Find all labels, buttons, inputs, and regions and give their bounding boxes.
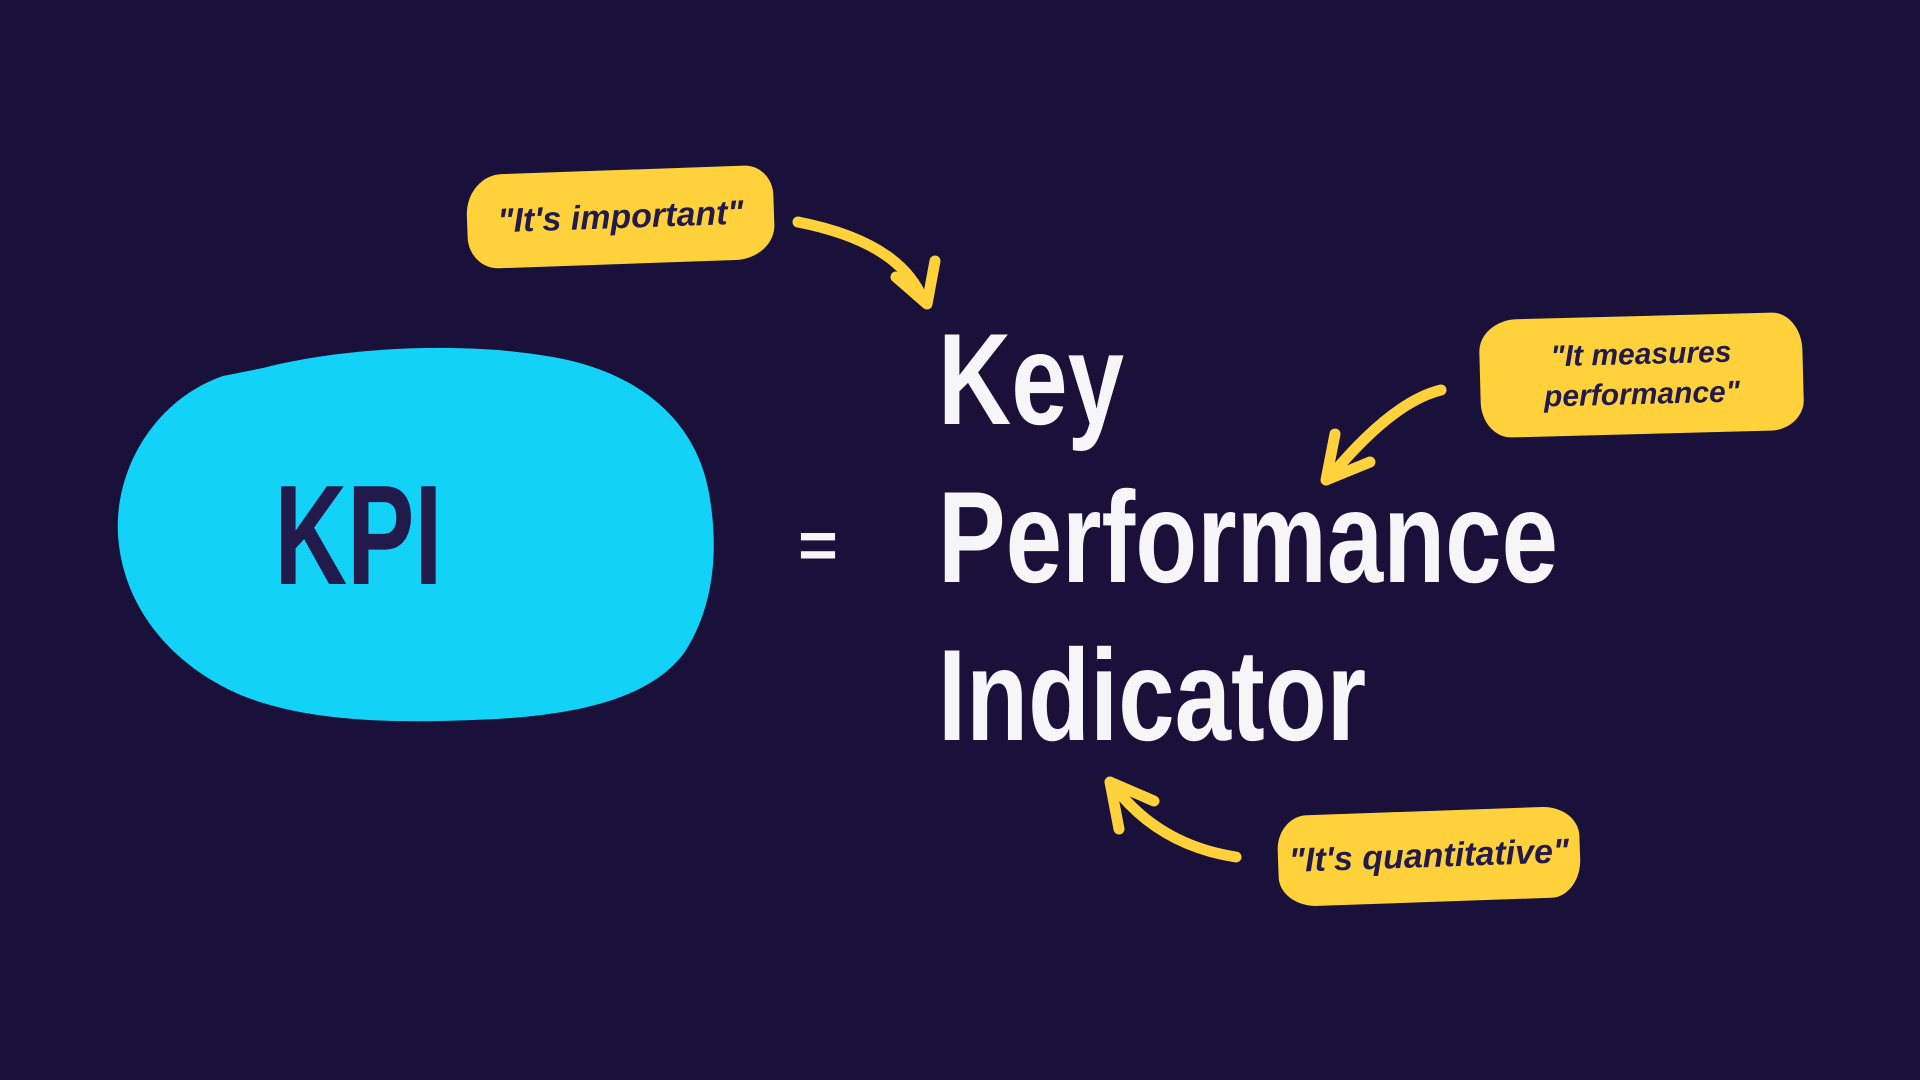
curved-arrow-important-icon [792, 216, 941, 310]
callout-bubble-quantitative: "It's quantitative" [1276, 805, 1582, 908]
definition-line-key: Key [938, 306, 1125, 452]
definition-text: Key Performance Indicator [938, 300, 1733, 774]
kpi-blob: KPI [108, 343, 718, 728]
callout-bubble-important: "It's important" [465, 164, 776, 270]
callout-measures-label: "It measures performance" [1543, 335, 1741, 414]
callout-bubble-measures: "It measures performance" [1478, 311, 1805, 439]
blob-shape [117, 347, 714, 722]
definition-line-performance: Performance [938, 464, 1558, 610]
callout-important-label: "It's important" [496, 193, 745, 240]
kpi-abbreviation: KPI [273, 455, 443, 615]
callout-quantitative-label: "It's quantitative" [1288, 832, 1570, 880]
definition-line-indicator: Indicator [938, 622, 1367, 768]
equals-sign: = [798, 507, 838, 583]
curved-arrow-quantitative-icon [1104, 776, 1242, 863]
